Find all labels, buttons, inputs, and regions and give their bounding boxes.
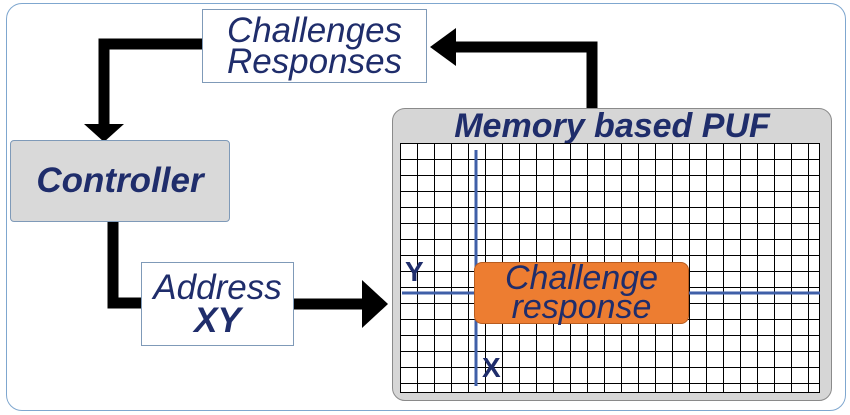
response-label: response [511,288,652,326]
address-xy-label: XY [194,301,241,340]
address-box: Address XY [141,262,294,346]
address-label: Address [153,268,282,307]
arrow-head-right [362,280,388,328]
arrow-head-left [430,28,456,66]
arrow-head-down [84,124,124,142]
wire-controller-to-address [107,222,141,309]
x-axis-label: X [482,352,501,383]
y-axis-label: Y [405,256,424,287]
challenges-responses-box: Challenges Responses [202,9,427,83]
controller-label: Controller [36,161,204,200]
challenge-label: Challenge [504,259,659,297]
arrow-from-puf [452,41,598,108]
responses-label: Responses [226,42,403,81]
controller-box: Controller [10,140,230,222]
arrow-to-controller [98,38,202,128]
challenge-response-cell: Challenge response [474,259,689,326]
puf-title: Memory based PUF [454,106,770,145]
challenges-label: Challenges [226,11,403,50]
